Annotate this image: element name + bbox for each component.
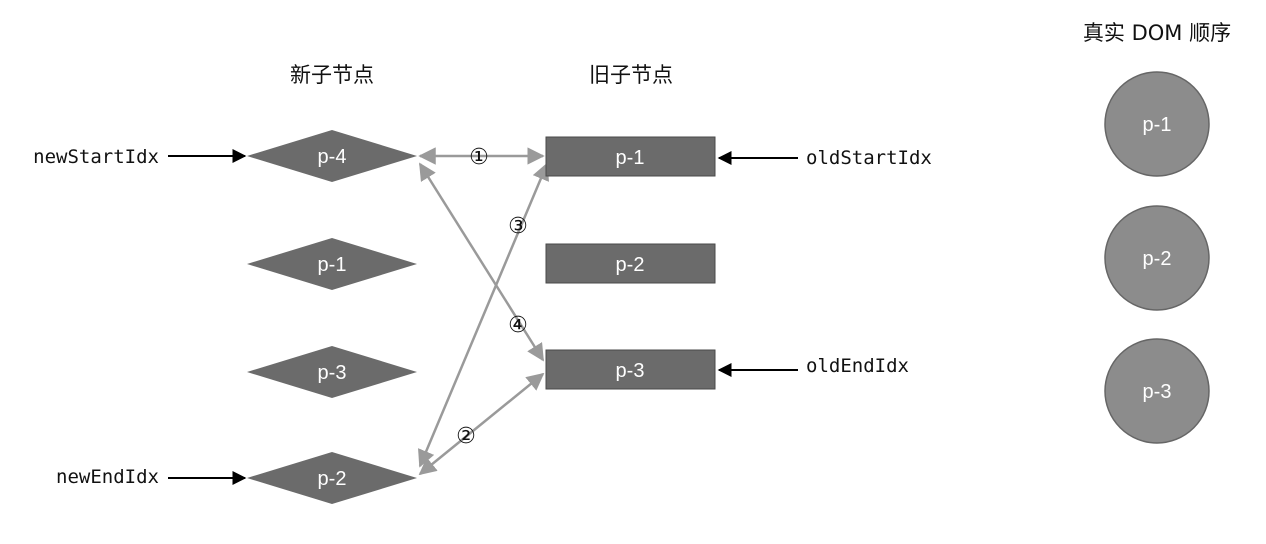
real-dom-node-2[interactable]: p-2 [1104, 205, 1210, 311]
new-child-shape [247, 452, 417, 504]
old-start-pointer: oldStartIdx [717, 147, 932, 169]
new-child-label: p-4 [318, 146, 347, 168]
new-end-idx-label: newEndIdx [56, 466, 159, 488]
new-child-node-1[interactable]: p-4 [247, 130, 417, 182]
step-label-1: ① [469, 145, 489, 170]
new-start-idx-label: newStartIdx [33, 146, 159, 168]
step-label-2: ② [456, 424, 476, 449]
new-end-pointer: newEndIdx [56, 466, 247, 488]
old-child-node-2[interactable]: p-2 [545, 243, 716, 284]
new-children-list: p-4 p-1 p-3 p-2 [247, 130, 417, 504]
real-dom-label: p-1 [1143, 114, 1172, 136]
old-child-shape [545, 136, 716, 177]
real-dom-node-3[interactable]: p-3 [1104, 338, 1210, 444]
real-dom-shape [1104, 205, 1210, 311]
old-children-heading: 旧子节点 [589, 63, 673, 87]
new-child-node-4[interactable]: p-2 [247, 452, 417, 504]
real-dom-heading: 真实 DOM 顺序 [1083, 21, 1231, 45]
index-pointers: newStartIdx newEndIdx oldStartIdx oldEnd… [33, 146, 932, 488]
new-child-shape [247, 238, 417, 290]
real-dom-shape [1104, 71, 1210, 177]
old-end-idx-label: oldEndIdx [806, 355, 909, 377]
step-label-3: ③ [508, 214, 528, 239]
old-children-list: p-1 p-2 p-3 [545, 136, 716, 390]
old-child-node-1[interactable]: p-1 [545, 136, 716, 177]
real-dom-node-1[interactable]: p-1 [1104, 71, 1210, 177]
real-dom-label: p-2 [1143, 248, 1172, 270]
old-end-pointer: oldEndIdx [717, 355, 909, 377]
old-child-node-3[interactable]: p-3 [545, 349, 716, 390]
old-child-shape [545, 243, 716, 284]
new-child-shape [247, 346, 417, 398]
new-child-shape [247, 130, 417, 182]
new-child-label: p-2 [318, 468, 347, 490]
old-child-label: p-3 [616, 360, 645, 382]
new-child-label: p-3 [318, 362, 347, 384]
connector-step-4 [418, 162, 545, 362]
real-dom-list: p-1 p-2 p-3 [1104, 71, 1210, 444]
comparison-connectors [418, 147, 549, 476]
new-start-pointer: newStartIdx [33, 146, 247, 168]
connector-step-3 [418, 162, 549, 468]
new-child-label: p-1 [318, 254, 347, 276]
new-children-heading: 新子节点 [290, 63, 374, 87]
old-child-shape [545, 349, 716, 390]
old-child-label: p-1 [616, 147, 645, 169]
new-child-node-2[interactable]: p-1 [247, 238, 417, 290]
step-label-4: ④ [508, 313, 528, 338]
old-start-idx-label: oldStartIdx [806, 147, 932, 169]
new-child-node-3[interactable]: p-3 [247, 346, 417, 398]
real-dom-label: p-3 [1143, 381, 1172, 403]
old-child-label: p-2 [616, 254, 645, 276]
real-dom-shape [1104, 338, 1210, 444]
